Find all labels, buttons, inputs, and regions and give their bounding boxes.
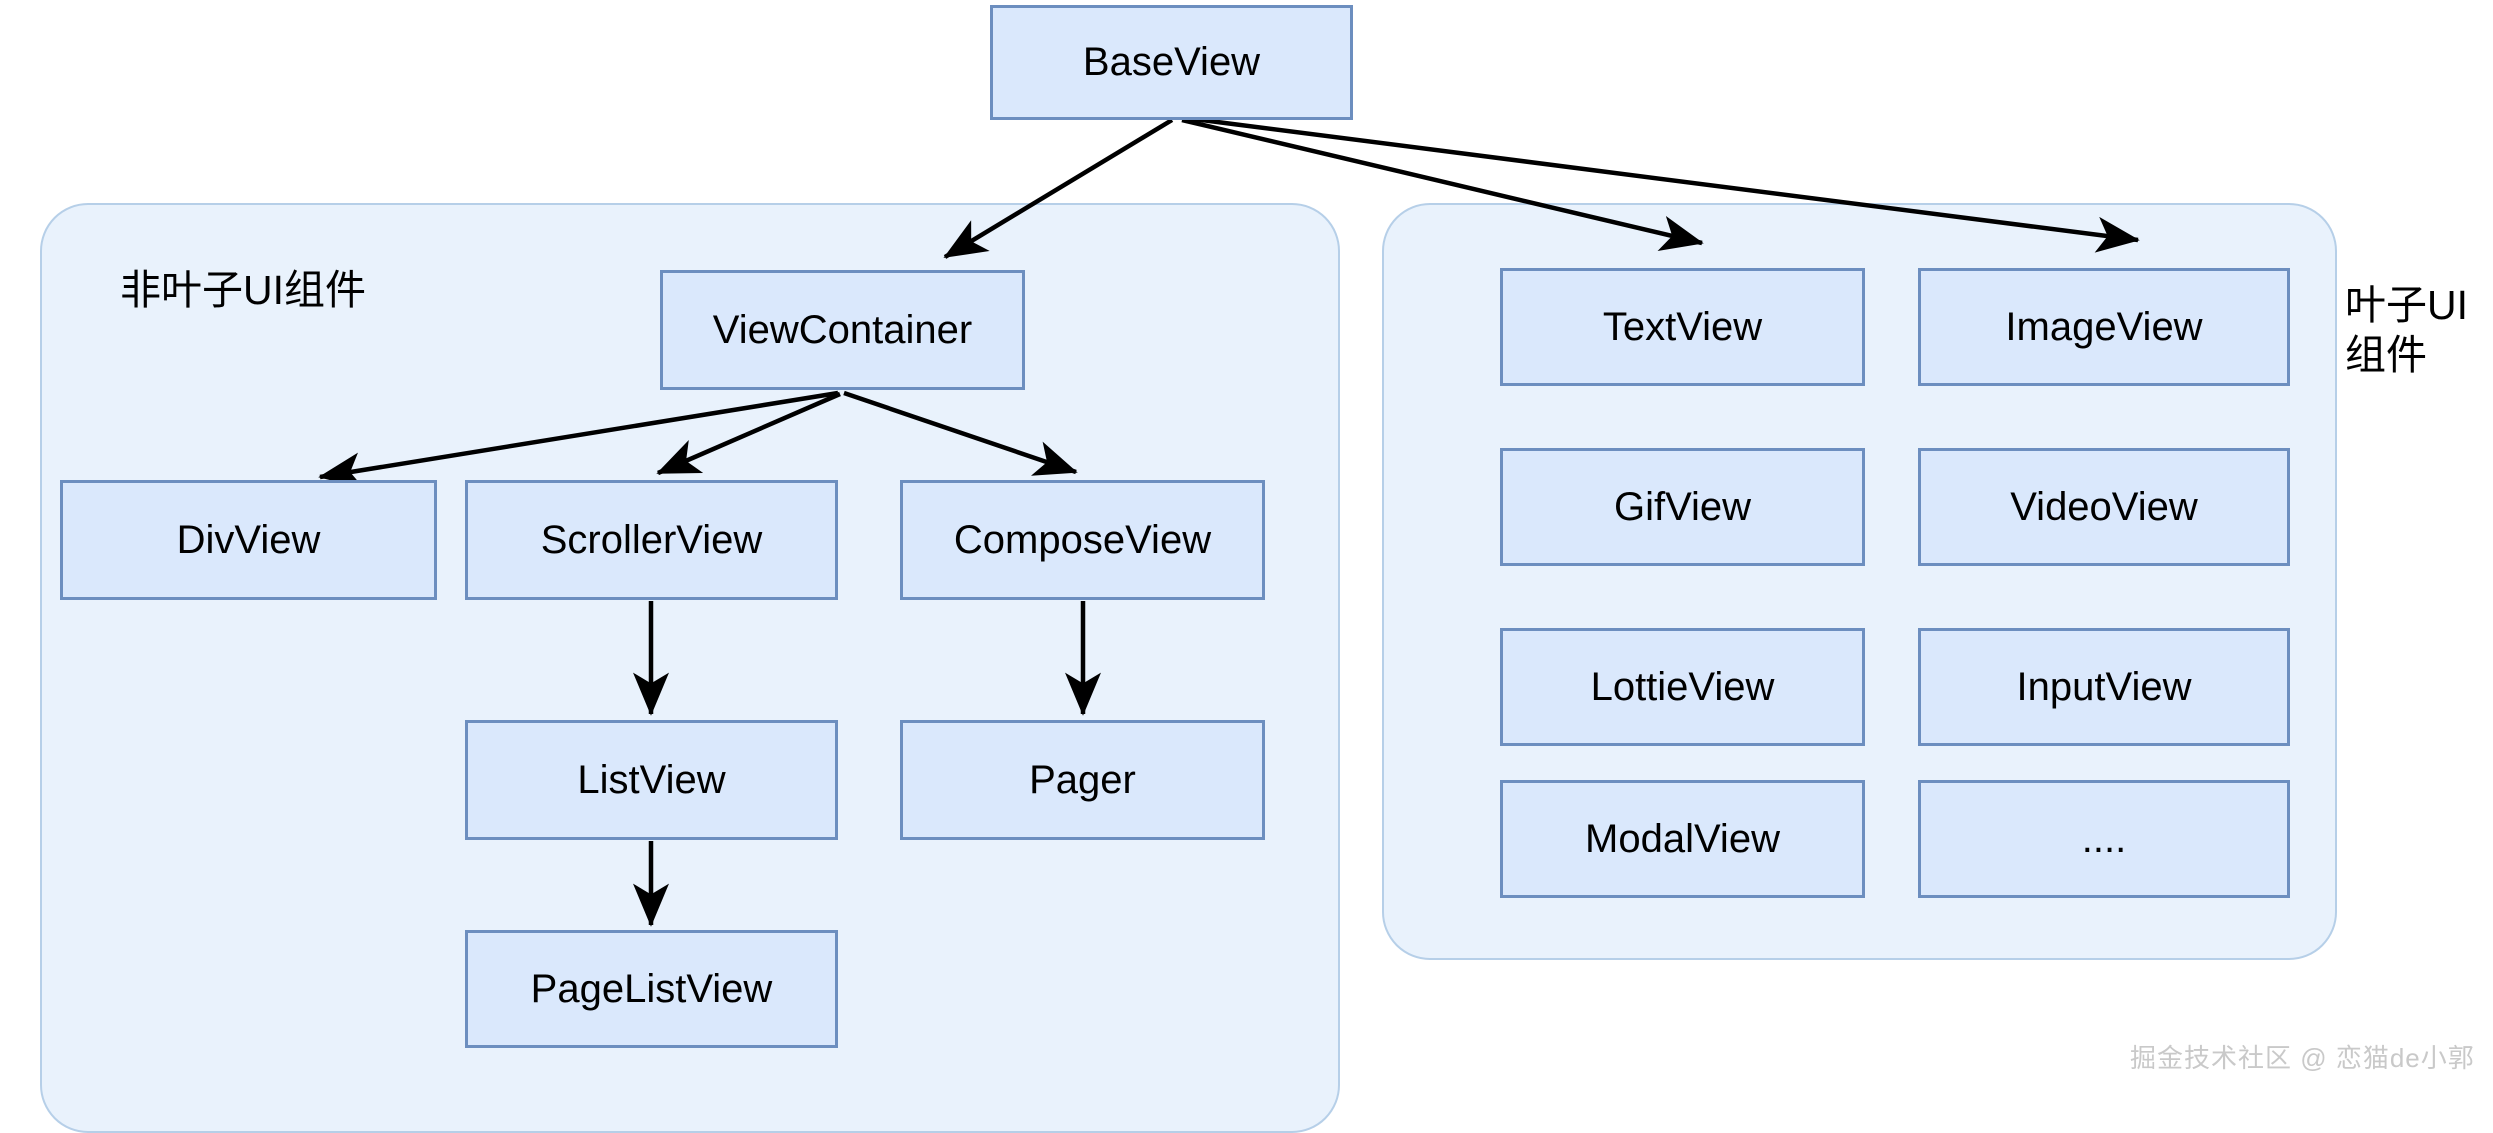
node-pagelistview[interactable]: PageListView (465, 930, 838, 1048)
group-label-non-leaf: 非叶子UI组件 (120, 267, 366, 313)
group-label-leaf: 叶子UI 组件 (2345, 282, 2468, 379)
node-lottieview[interactable]: LottieView (1500, 628, 1865, 746)
watermark: 掘金技术社区 @ 恋猫de小郭 (2130, 1043, 2475, 1073)
node-listview[interactable]: ListView (465, 720, 838, 840)
node-modalview[interactable]: ModalView (1500, 780, 1865, 898)
node-scrollerview[interactable]: ScrollerView (465, 480, 838, 600)
node-gifview[interactable]: GifView (1500, 448, 1865, 566)
node-viewcontainer[interactable]: ViewContainer (660, 270, 1025, 390)
node-pager[interactable]: Pager (900, 720, 1265, 840)
node-divview[interactable]: DivView (60, 480, 437, 600)
node-baseview[interactable]: BaseView (990, 5, 1353, 120)
node-videoview[interactable]: VideoView (1918, 448, 2290, 566)
node-textview[interactable]: TextView (1500, 268, 1865, 386)
node-imageview[interactable]: ImageView (1918, 268, 2290, 386)
node-more[interactable]: .... (1918, 780, 2290, 898)
node-inputview[interactable]: InputView (1918, 628, 2290, 746)
node-composeview[interactable]: ComposeView (900, 480, 1265, 600)
